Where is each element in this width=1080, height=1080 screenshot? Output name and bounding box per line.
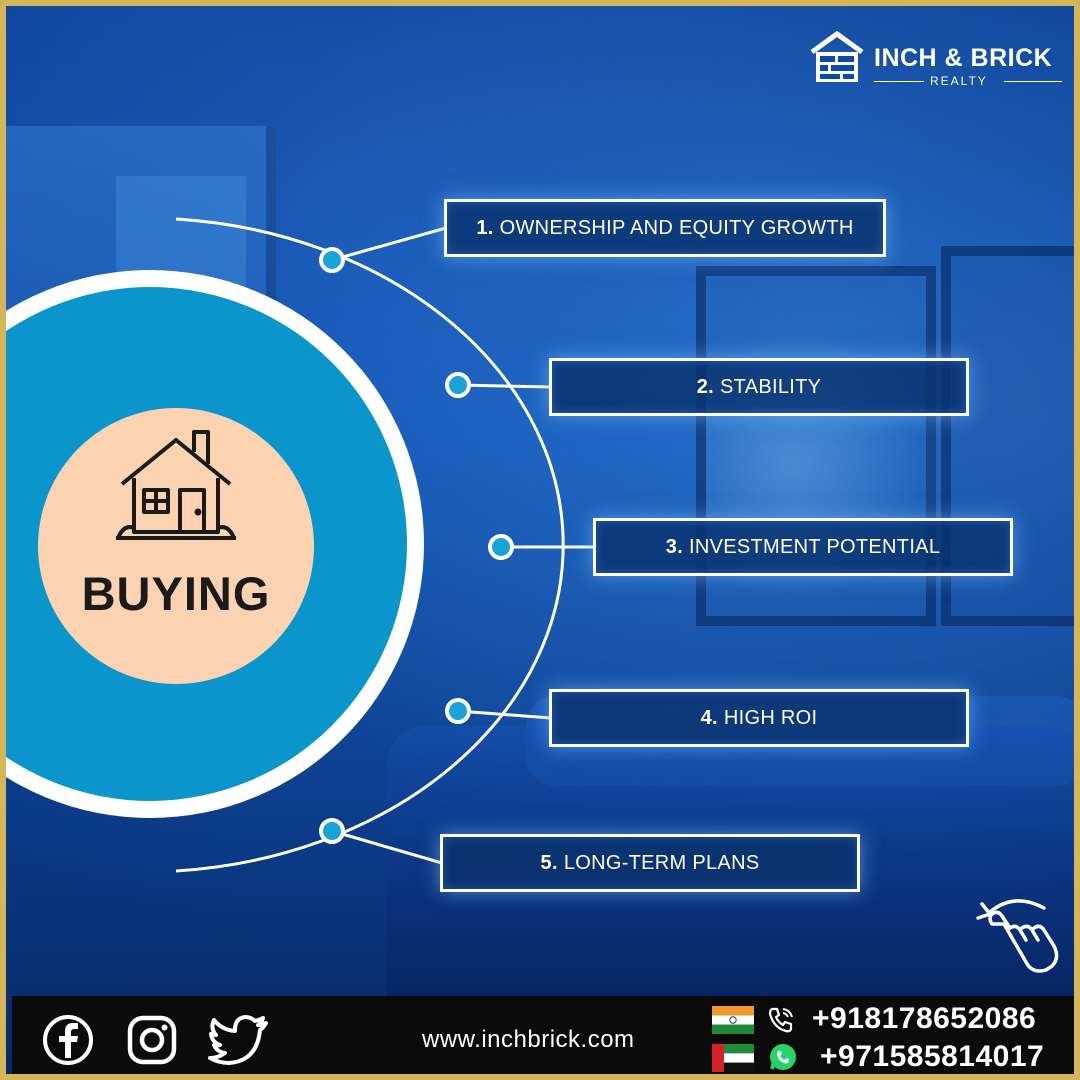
- website-link[interactable]: www.inchbrick.com: [422, 1026, 635, 1053]
- step-box-investment-potential[interactable]: 3. INVESTMENT POTENTIAL: [593, 518, 1013, 576]
- timeline-node-5: [319, 818, 345, 844]
- house-icon: [116, 430, 236, 540]
- brick-house-logo-icon: [810, 30, 864, 82]
- timeline-node-1: [319, 247, 345, 273]
- step-number: 2.: [696, 375, 715, 398]
- step-number: 1.: [476, 216, 494, 239]
- step-number: 5.: [540, 851, 558, 874]
- india-flag: [712, 1006, 754, 1034]
- timeline-node-3: [488, 534, 514, 560]
- twitter-icon[interactable]: [208, 1014, 270, 1066]
- step-box-ownership[interactable]: 1. OWNERSHIP AND EQUITY GROWTH: [444, 199, 886, 257]
- step-box-stability[interactable]: 2. STABILITY: [549, 358, 969, 416]
- brand-name: INCH & BRICK: [874, 44, 1053, 72]
- step-label: LONG-TERM PLANS: [563, 851, 760, 874]
- phone-number-uae[interactable]: +971585814017: [820, 1040, 1045, 1073]
- center-badge: [38, 408, 314, 684]
- step-box-high-roi[interactable]: 4. HIGH ROI: [549, 689, 969, 747]
- brand-subtitle: REALTY: [930, 74, 988, 88]
- logo-divider-left: [874, 81, 924, 82]
- timeline-node-2: [445, 372, 471, 398]
- logo-divider-right: [1004, 81, 1062, 82]
- step-number: 4.: [700, 706, 718, 729]
- step-label: OWNERSHIP AND EQUITY GROWTH: [499, 216, 854, 239]
- whatsapp-icon: [770, 1044, 796, 1070]
- facebook-icon[interactable]: [42, 1014, 94, 1066]
- timeline-node-4: [445, 698, 471, 724]
- uae-flag: [712, 1044, 754, 1072]
- step-box-long-term-plans[interactable]: 5. LONG-TERM PLANS: [440, 834, 860, 892]
- step-label: INVESTMENT POTENTIAL: [689, 535, 941, 558]
- step-number: 3.: [665, 535, 684, 558]
- footer-bar: www.inchbrick.com +918178652086 +9715858…: [12, 996, 1074, 1074]
- step-label: HIGH ROI: [723, 706, 818, 729]
- step-label: STABILITY: [720, 375, 822, 398]
- phone-number-india[interactable]: +918178652086: [812, 1002, 1037, 1035]
- phone-icon: [768, 1007, 793, 1033]
- brand-logo[interactable]: INCH & BRICK REALTY: [808, 30, 1068, 94]
- instagram-icon[interactable]: [126, 1014, 178, 1066]
- center-title: BUYING: [81, 567, 271, 620]
- swipe-hand-icon[interactable]: [968, 890, 1060, 978]
